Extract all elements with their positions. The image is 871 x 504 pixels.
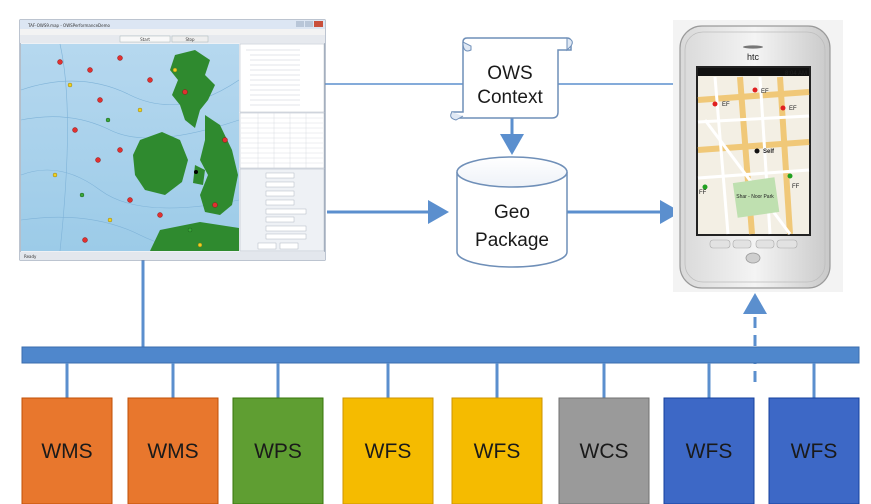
app-status-text: Ready xyxy=(24,254,37,259)
phone-marker-ff-1[interactable]: FF xyxy=(699,190,707,196)
app-track-panel xyxy=(239,43,325,252)
app-start-button[interactable] xyxy=(119,35,171,43)
app-statusbar xyxy=(20,252,325,260)
app-menubar xyxy=(20,29,325,35)
service-box-rect xyxy=(21,397,113,504)
phone-time: 8:04 AM xyxy=(785,71,807,77)
service-box-rect xyxy=(768,397,860,504)
service-label: WFS xyxy=(686,440,733,463)
ows-context-scroll: OWS Context xyxy=(450,37,573,121)
service-label: WCS xyxy=(580,440,629,463)
service-box-rect xyxy=(663,397,755,504)
phone-marker-ef-3[interactable]: EF xyxy=(789,106,797,112)
geopackage-cylinder: Geo Package xyxy=(456,156,568,268)
service-box-wms: WMS xyxy=(127,397,219,504)
service-label: WFS xyxy=(365,440,412,463)
phone-brand: htc xyxy=(747,52,760,62)
service-box-wfs: WFS xyxy=(451,397,543,504)
geopackage-line2: Package xyxy=(475,230,549,251)
service-label: WFS xyxy=(474,440,521,463)
service-box-wps: WPS xyxy=(232,397,324,504)
service-box-rect xyxy=(342,397,434,504)
app-stop-label: Stop xyxy=(185,37,195,42)
phone-map: Shar - Noor Park EF EF EF Self FF FF xyxy=(697,76,810,235)
service-box-rect xyxy=(232,397,324,504)
ows-context-line1: OWS xyxy=(487,63,532,84)
service-box-rect xyxy=(127,397,219,504)
service-box-rect xyxy=(451,397,543,504)
geopackage-line1: Geo xyxy=(494,202,530,223)
app-map-view[interactable] xyxy=(20,43,240,252)
phone-hardware-buttons[interactable] xyxy=(709,239,798,264)
service-box-wfs: WFS xyxy=(768,397,860,504)
phone-statusbar xyxy=(698,68,809,76)
phone-marker-ef-1[interactable]: EF xyxy=(722,102,730,108)
service-box-rect xyxy=(558,397,650,504)
service-box-wms: WMS xyxy=(21,397,113,504)
phone-park-label: Shar - Noor Park xyxy=(736,194,774,200)
app-start-label: Start xyxy=(140,37,150,42)
service-bus-bar xyxy=(21,346,860,364)
service-label: WPS xyxy=(254,440,302,463)
desktop-app-window: TAF-OWS9.map - OWSPerformanceDemo Start … xyxy=(19,19,326,261)
service-label: WMS xyxy=(41,440,92,463)
app-stop-button[interactable] xyxy=(171,35,209,43)
service-drop-lines xyxy=(65,363,816,398)
app-title: TAF-OWS9.map - OWSPerformanceDemo xyxy=(27,23,110,28)
service-label: WMS xyxy=(147,440,198,463)
service-box-wcs: WCS xyxy=(558,397,650,504)
service-label: WFS xyxy=(791,440,838,463)
service-box-wfs: WFS xyxy=(342,397,434,504)
phone-marker-ff-2[interactable]: FF xyxy=(792,184,800,190)
ows-context-line2: Context xyxy=(477,87,543,108)
phone-marker-ef-2[interactable]: EF xyxy=(761,89,769,95)
app-close-button[interactable] xyxy=(314,21,323,27)
phone-self-label: Self xyxy=(763,149,775,155)
app-titlebar xyxy=(20,20,325,29)
service-box-wfs: WFS xyxy=(663,397,755,504)
smartphone: htc 8:04 AM Shar - Noor Park xyxy=(673,20,843,292)
service-boxes: WMS WMS WPS WFS WFS WCS WFS WFS xyxy=(21,397,860,504)
